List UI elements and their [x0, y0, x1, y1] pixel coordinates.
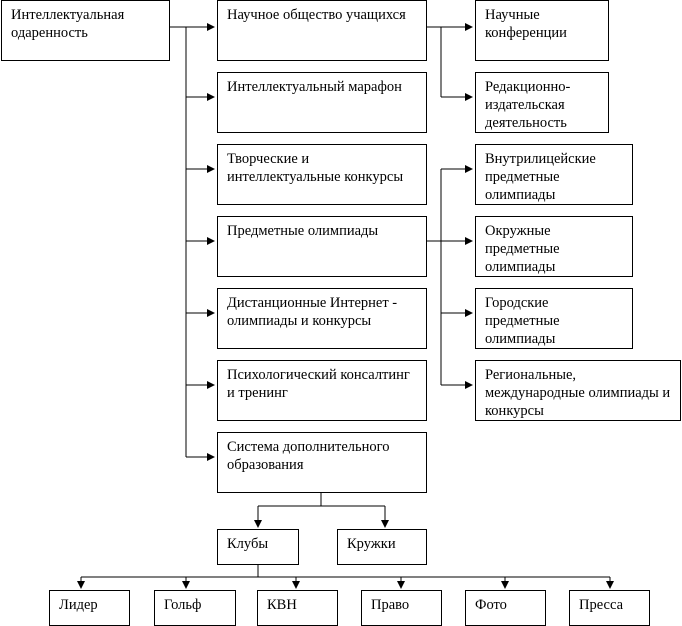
- node-conferences: Научные конференции: [475, 0, 609, 61]
- node-extra-education: Система дополнительного образования: [217, 432, 427, 493]
- node-club-kvn: КВН: [257, 590, 338, 626]
- node-club-lider: Лидер: [49, 590, 130, 626]
- node-subject-olympiads: Предметные олимпиады: [217, 216, 427, 277]
- node-regional-olympiads: Региональные, международные олимпиады и …: [475, 360, 681, 421]
- node-scientific-society: Научное общество учащихся: [217, 0, 427, 61]
- node-club-pravo: Право: [361, 590, 442, 626]
- node-district-olympiads: Окружные предметные олимпиады: [475, 216, 633, 277]
- node-clubs: Клубы: [217, 529, 299, 565]
- node-club-golf: Гольф: [154, 590, 236, 626]
- node-circles: Кружки: [337, 529, 427, 565]
- node-school-olympiads: Внутрилицейские предметные олимпиады: [475, 144, 633, 205]
- node-creative-contests: Творческие и интеллектуальные конкурсы: [217, 144, 427, 205]
- node-city-olympiads: Городские предметные олимпиады: [475, 288, 633, 349]
- node-intellectual-marathon: Интеллектуальный марафон: [217, 72, 427, 133]
- node-psych-consulting: Психологический консалтинг и тренинг: [217, 360, 427, 421]
- node-distance-olympiads: Дистанционные Интернет - олимпиады и кон…: [217, 288, 427, 349]
- node-club-foto: Фото: [465, 590, 546, 626]
- root-box: Интеллектуальная одаренность: [1, 0, 170, 61]
- node-club-pressa: Пресса: [569, 590, 650, 626]
- node-publishing: Редакционно-издательская деятельность: [475, 72, 609, 133]
